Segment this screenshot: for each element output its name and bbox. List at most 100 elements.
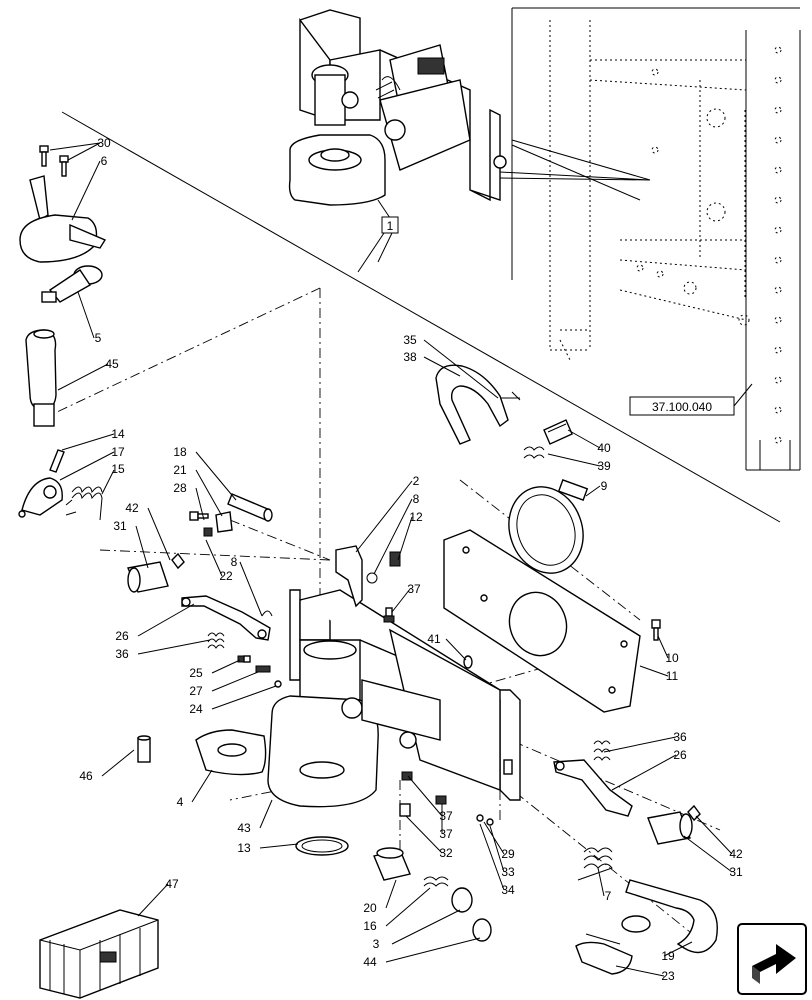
crate-47 [39,909,159,999]
callout-36[interactable]: 36 [115,647,129,661]
reference-label: 37.100.040 [652,400,712,414]
callout-16[interactable]: 16 [363,919,377,933]
pin-32 [399,803,411,817]
callout-42[interactable]: 42 [729,847,743,861]
callout-6[interactable]: 6 [101,154,108,168]
hitch-assembly [288,9,507,206]
callout-4[interactable]: 4 [177,795,184,809]
callout-32[interactable]: 32 [439,846,453,860]
callout-13[interactable]: 13 [237,841,251,855]
callout-9[interactable]: 9 [601,479,608,493]
callout-46[interactable]: 46 [79,769,93,783]
bushing-31 [127,561,169,593]
callout-37[interactable]: 37 [439,827,453,841]
callout-41[interactable]: 41 [427,632,441,646]
frame-inset [511,7,801,471]
pin-14 [49,449,65,473]
callout-25[interactable]: 25 [189,666,203,680]
callout-21[interactable]: 21 [173,463,187,477]
callout-8[interactable]: 8 [413,492,420,506]
spring-22 [203,527,213,537]
callout-22[interactable]: 22 [219,569,233,583]
callout-38[interactable]: 38 [403,350,417,364]
spring-7 [577,847,613,881]
callout-43[interactable]: 43 [237,821,251,835]
callout-5[interactable]: 5 [95,331,102,345]
assembly-callout[interactable]: 1 [357,171,651,273]
pin-41 [463,655,473,669]
spring-36 [207,632,225,649]
handle-19 [621,879,718,954]
callout-18[interactable]: 18 [173,445,187,459]
callout-42[interactable]: 42 [125,501,139,515]
callout-10[interactable]: 10 [665,651,679,665]
callout-26[interactable]: 26 [673,748,687,762]
leader-lines [49,142,733,977]
plate-11 [443,529,641,713]
bolt-30 [39,145,69,177]
callout-20[interactable]: 20 [363,901,377,915]
callout-35[interactable]: 35 [403,333,417,347]
callout-8[interactable]: 8 [231,555,238,569]
callout-37[interactable]: 37 [439,809,453,823]
callout-3[interactable]: 3 [373,937,380,951]
callout-40[interactable]: 40 [597,441,611,455]
ball-29 [476,814,494,826]
fitting-25 [237,655,251,663]
link-26b [553,759,633,817]
lever-17 [18,477,63,518]
ball-24 [274,680,282,688]
callout-14[interactable]: 14 [111,427,125,441]
reference-box[interactable]: 37.100.040 [629,383,753,416]
callout-2[interactable]: 2 [413,474,420,488]
callout-44[interactable]: 44 [363,955,377,969]
callout-39[interactable]: 39 [597,459,611,473]
frame-holes [636,46,782,444]
hose-35 [435,364,521,445]
callout-17[interactable]: 17 [111,445,125,459]
ring-9 [508,479,589,574]
separator-line [61,111,781,523]
callout-34[interactable]: 34 [501,883,515,897]
clip-8 [261,610,273,617]
callout-12[interactable]: 12 [409,510,423,524]
pin-20 [373,847,411,881]
fitting-37 [383,607,395,623]
callout-47[interactable]: 47 [165,877,179,891]
callout-27[interactable]: 27 [189,684,203,698]
fitting-37b [401,771,447,805]
block-21 [215,511,233,533]
callout-45[interactable]: 45 [105,357,119,371]
callout-30[interactable]: 30 [97,136,111,150]
assembly-number: 1 [387,219,394,233]
spring-36b [593,740,611,761]
callout-28[interactable]: 28 [173,481,187,495]
next-page-icon[interactable] [737,923,807,995]
spring-15 [65,486,103,521]
cap-3 [451,887,473,913]
spring-39 [523,446,545,459]
callout-31[interactable]: 31 [729,865,743,879]
pin-46 [137,735,151,763]
lever-2 [335,545,363,608]
callout-36[interactable]: 36 [673,730,687,744]
hitch-body [267,589,521,808]
callout-33[interactable]: 33 [501,865,515,879]
callout-15[interactable]: 15 [111,462,125,476]
callout-31[interactable]: 31 [113,519,127,533]
callout-7[interactable]: 7 [605,889,612,903]
callout-26[interactable]: 26 [115,629,129,643]
screw-28 [189,511,209,521]
ring-13 [295,836,349,856]
bolt-10 [651,619,661,641]
lever-5 [41,265,103,303]
callout-19[interactable]: 19 [661,949,675,963]
callout-numbers: 3065451417151821282242318263625272446443… [79,136,743,983]
callout-37[interactable]: 37 [407,582,421,596]
callout-11[interactable]: 11 [666,669,679,683]
callout-24[interactable]: 24 [189,702,203,716]
plate-4 [195,729,267,776]
callout-23[interactable]: 23 [661,969,675,983]
callout-29[interactable]: 29 [501,847,515,861]
